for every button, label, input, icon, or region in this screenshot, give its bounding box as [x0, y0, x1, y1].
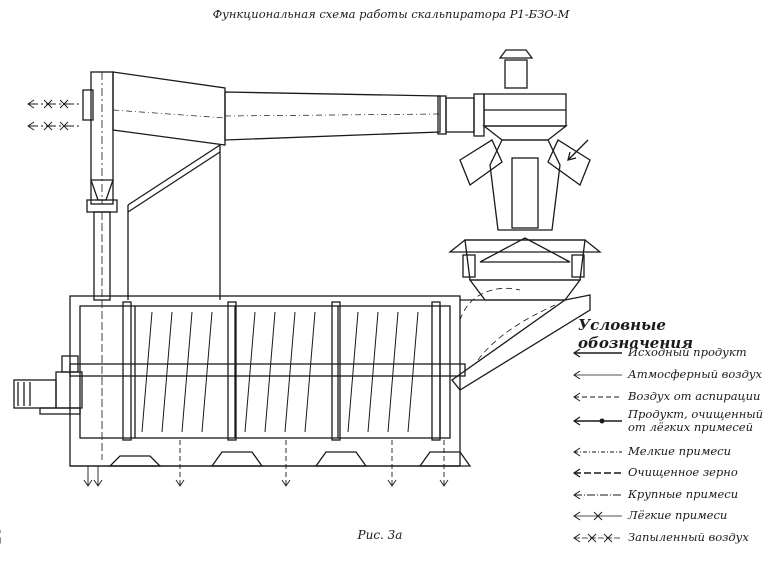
- input-arrow: [567, 139, 589, 161]
- long-dash-dot-arrow-icon: [573, 490, 622, 500]
- legend-label-line2: от лёгких примесей: [628, 420, 754, 434]
- thin-arrow-icon: [573, 370, 622, 380]
- dash-dot-arrow-icon: [573, 447, 622, 457]
- legend-label-line1: Продукт, очищенный: [628, 407, 764, 421]
- legend-label: Исходный продукт: [628, 345, 747, 359]
- fan-assembly: [482, 49, 568, 141]
- support-frame: [127, 144, 221, 300]
- inlet-chute: [451, 287, 591, 391]
- bold-dashed-arrow-icon: [572, 468, 622, 478]
- legend-heading: Условные обозначения: [578, 316, 694, 352]
- cross-arrow-icon: [573, 511, 622, 521]
- legend-label: Мелкие примеси: [628, 444, 732, 458]
- figure-caption: Рис. 3а: [357, 528, 403, 542]
- motor: [13, 355, 83, 415]
- air-duct: [82, 71, 485, 146]
- legend-label: Атмосферный воздух: [628, 367, 763, 381]
- legend-label: Очищенное зерно: [628, 465, 738, 479]
- dashed-arrow-icon: [573, 392, 622, 402]
- double-cross-arrow-icon: [573, 533, 622, 543]
- legend-label: Запыленный воздух: [628, 530, 749, 544]
- legend-label: Лёгкие примеси: [628, 508, 728, 522]
- legend-label: Воздух от аспирации: [628, 389, 761, 403]
- page-number: 27: [0, 528, 2, 545]
- drum-screw: [141, 311, 419, 433]
- solid-arrow-icon: [572, 348, 622, 358]
- legend-label: Крупные примеси: [628, 487, 739, 501]
- aspiration-column: [86, 71, 118, 460]
- discharge-hoppers: [108, 451, 472, 467]
- dot-arrow-icon: [572, 416, 622, 426]
- discharge-arrows: [83, 440, 449, 487]
- drum-housing: [69, 295, 466, 467]
- figure-title: Функциональная схема работы скальпиратор…: [212, 7, 570, 21]
- cyclone-body: [448, 139, 602, 301]
- exhaust-arrows: [27, 99, 82, 131]
